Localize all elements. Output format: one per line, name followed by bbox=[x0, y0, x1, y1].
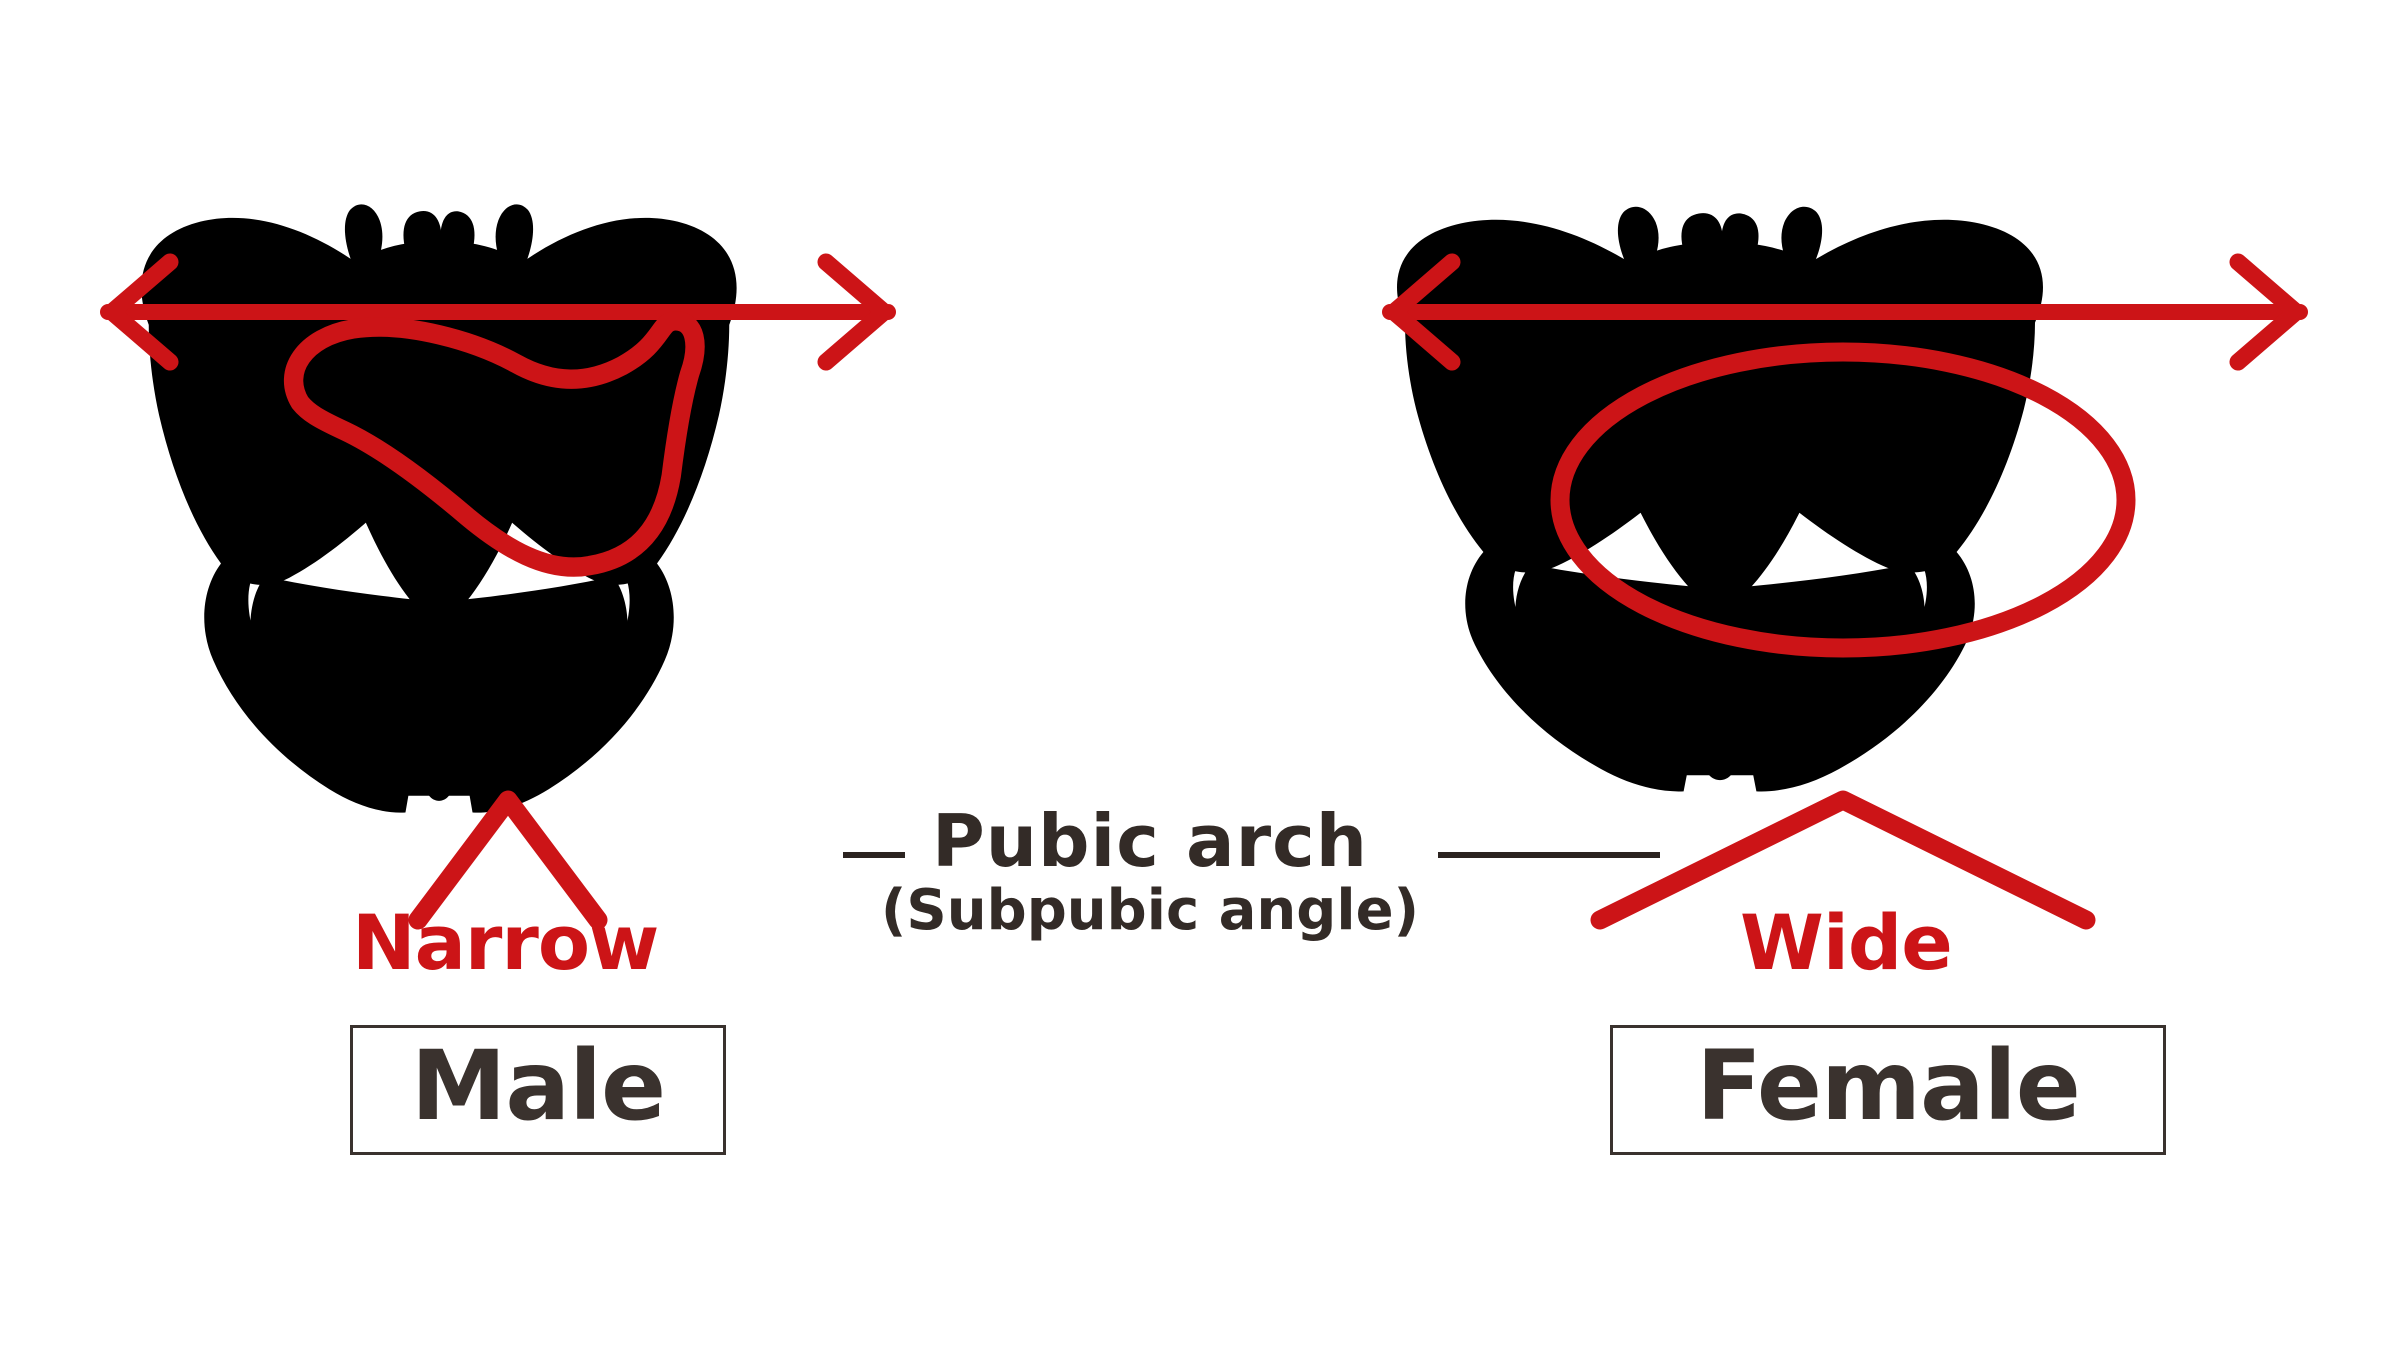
pubic-arch-label-sub: (Subpubic angle) bbox=[880, 878, 1420, 944]
male-sex-box-label: Male bbox=[350, 1025, 726, 1155]
male-width-arrow bbox=[100, 253, 896, 371]
female-sex-box-label: Female bbox=[1610, 1025, 2166, 1155]
pubic-arch-annotation: Pubic arch (Subpubic angle) bbox=[860, 799, 1440, 944]
female-subpubic-angle bbox=[1590, 790, 2096, 930]
male-pelvic-inlet-outline bbox=[283, 311, 705, 577]
male-subpubic-angle bbox=[408, 790, 608, 930]
female-width-arrow bbox=[1382, 253, 2308, 371]
male-arch-label: Narrow bbox=[352, 898, 659, 987]
male-pelvis-illustration bbox=[141, 204, 737, 813]
pubic-arch-label-main: Pubic arch bbox=[931, 799, 1369, 883]
female-pelvic-inlet-outline bbox=[1550, 342, 2136, 658]
female-pelvis-illustration bbox=[1397, 206, 2043, 792]
female-arch-label: Wide bbox=[1740, 898, 1953, 987]
